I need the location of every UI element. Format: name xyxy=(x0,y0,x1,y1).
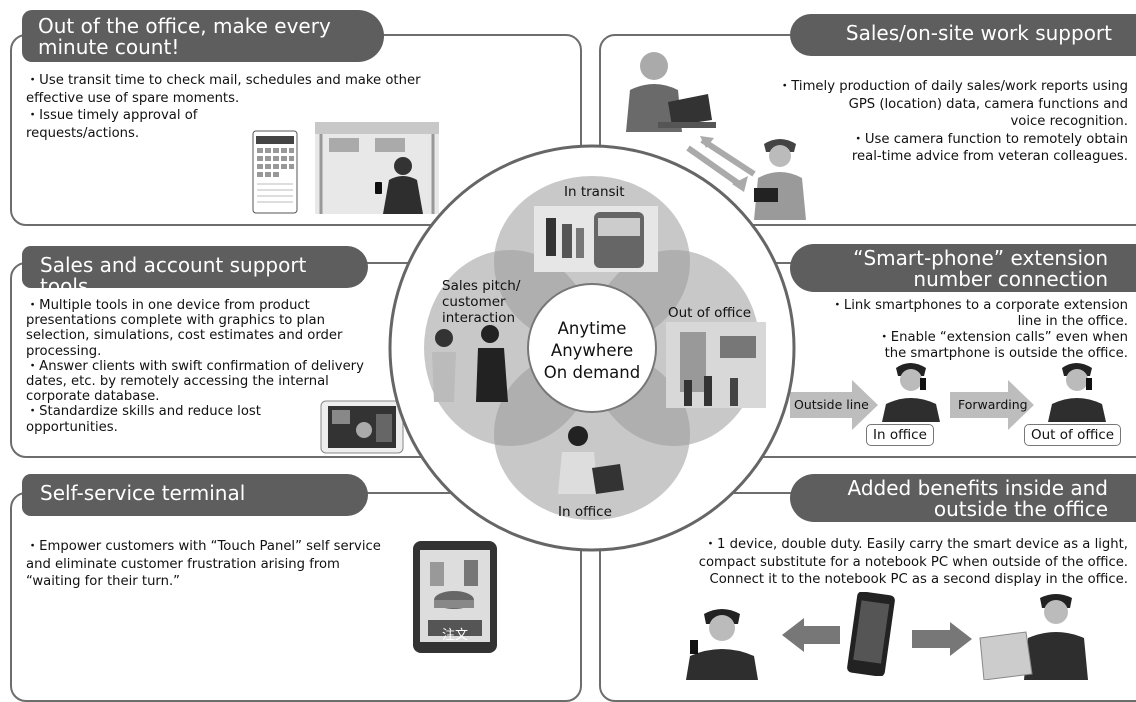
title-top-left-line2: minute count! xyxy=(38,35,180,59)
bottom-left-line2: and eliminate customer frustration arisi… xyxy=(26,556,340,572)
train-commuter-illustration xyxy=(315,122,439,214)
mid-left-line8: ・Standardize skills and reduce lost xyxy=(26,404,261,420)
circle-label-top: In transit xyxy=(564,184,625,200)
mid-right-line3: ・Enable “extension calls” even when xyxy=(877,330,1128,345)
center-circle-diagram xyxy=(388,144,796,552)
mobile-user-illustration xyxy=(686,609,758,680)
center-line2: Anywhere xyxy=(550,341,634,360)
title-mid-right: “Smart-phone” extension number connectio… xyxy=(790,244,1136,292)
bottom-right-line2: compact substitute for a notebook PC whe… xyxy=(698,554,1128,570)
bottom-left-line3: “waiting for their turn.” xyxy=(26,574,180,589)
circle-label-left-line3: interaction xyxy=(442,310,516,326)
bottom-right-line3: Connect it to the notebook PC as a secon… xyxy=(709,572,1129,587)
forwarding-label: Forwarding xyxy=(958,397,1028,412)
mid-right-line1: ・Link smartphones to a corporate extensi… xyxy=(830,298,1128,313)
field-worker-tablet-illustration xyxy=(754,139,806,220)
outside-line-label: Outside line xyxy=(794,397,869,412)
mid-right-line4: the smartphone is outside the office. xyxy=(884,346,1128,361)
in-office-scene xyxy=(558,426,624,494)
title-mid-right-line1: “Smart-phone” extension xyxy=(853,246,1108,270)
title-bottom-right-line1: Added benefits inside and xyxy=(847,476,1108,500)
calendar-phone-illustration xyxy=(252,130,298,214)
right-arrow-icon xyxy=(912,622,972,656)
center-line1: Anytime xyxy=(557,319,627,338)
mid-right-line2: line in the office. xyxy=(1017,314,1128,329)
out-of-office-box: Out of office xyxy=(1024,424,1122,446)
top-right-line3: voice recognition. xyxy=(1010,114,1128,129)
phone-user-in-office-illustration xyxy=(882,363,940,422)
title-bottom-left: Self-service terminal xyxy=(22,474,368,516)
out-of-office-scene xyxy=(666,322,766,408)
top-left-text: ・Use transit time to check mail, schedul… xyxy=(26,72,466,142)
in-transit-scene xyxy=(534,206,658,272)
top-left-bullet1-line1: ・Use transit time to check mail, schedul… xyxy=(26,73,421,88)
title-bottom-right: Added benefits inside and outside the of… xyxy=(790,474,1136,522)
circle-label-left-line1: Sales pitch/ xyxy=(442,278,521,294)
circle-center-text: Anytime Anywhere On demand xyxy=(530,318,654,384)
mid-left-line7: corporate database. xyxy=(26,389,160,405)
title-top-left-line1: Out of the office, make every xyxy=(38,14,331,38)
center-line3: On demand xyxy=(543,363,641,382)
self-service-tablet-illustration xyxy=(413,541,497,653)
top-right-line2: GPS (location) data, camera functions an… xyxy=(848,96,1128,112)
bottom-right-line1: ・1 device, double duty. Easily carry the… xyxy=(703,537,1128,552)
petal-bottom xyxy=(494,348,690,520)
order-button-label: 注文 xyxy=(442,628,469,643)
title-top-right: Sales/on-site work support xyxy=(790,14,1136,56)
top-left-bullet1-line2: effective use of spare moments. xyxy=(26,90,240,106)
smartphone-device-illustration xyxy=(847,592,895,676)
in-office-box: In office xyxy=(866,424,934,446)
circle-label-left: Sales pitch/ customer interaction xyxy=(442,278,520,326)
title-bottom-left-text: Self-service terminal xyxy=(40,481,246,505)
forwarding-arrow xyxy=(950,380,1034,430)
mid-left-line6: dates, etc. by remotely accessing the in… xyxy=(26,374,329,390)
mid-left-line9: opportunities. xyxy=(26,419,118,435)
mid-left-line1: ・Multiple tools in one device from produ… xyxy=(26,298,310,313)
top-right-text: ・Timely production of daily sales/work r… xyxy=(704,78,1128,166)
mid-left-line2: presentations complete with graphics to … xyxy=(26,313,325,329)
circle-label-left-line2: customer xyxy=(442,294,506,310)
top-right-line1: ・Timely production of daily sales/work r… xyxy=(778,79,1128,94)
left-arrow-icon xyxy=(782,618,840,652)
circle-label-right: Out of office xyxy=(668,305,752,321)
sales-pc-worker-illustration xyxy=(626,52,716,132)
top-right-line5: real-time advice from veteran colleagues… xyxy=(851,149,1128,164)
notebook-pc-user-illustration xyxy=(979,594,1088,680)
title-mid-left: Sales and account support tools xyxy=(22,246,368,297)
title-top-right-text: Sales/on-site work support xyxy=(845,21,1112,45)
top-left-bullet2-line1: ・Issue timely approval of xyxy=(26,108,198,123)
mid-left-line4: processing. xyxy=(26,343,102,359)
top-right-line4: ・Use camera function to remotely obtain xyxy=(851,131,1128,147)
title-mid-left-text: Sales and account support tools xyxy=(40,253,307,298)
outside-line-arrow xyxy=(790,380,878,430)
mid-left-text: ・Multiple tools in one device from produ… xyxy=(26,298,426,435)
bottom-left-text: ・Empower customers with “Touch Panel” se… xyxy=(26,538,446,591)
title-mid-right-line2: number connection xyxy=(913,267,1108,291)
phone-user-out-of-office-illustration xyxy=(1048,363,1106,422)
circle-label-bottom: In office xyxy=(558,504,612,520)
bottom-right-text: ・1 device, double duty. Easily carry the… xyxy=(610,536,1128,589)
mid-right-text: ・Link smartphones to a corporate extensi… xyxy=(730,298,1128,362)
tablet-presentation-illustration xyxy=(320,400,404,454)
bottom-left-line1: ・Empower customers with “Touch Panel” se… xyxy=(26,539,381,554)
sales-pitch-scene xyxy=(432,325,508,402)
mid-left-line3: selection, simulations, cost estimates a… xyxy=(26,328,343,344)
mid-left-line5: ・Answer clients with swift confirmation … xyxy=(26,358,364,374)
title-bottom-right-line2: outside the office xyxy=(933,497,1108,521)
title-top-left: Out of the office, make every minute cou… xyxy=(22,10,384,62)
exchange-arrows-icon xyxy=(686,136,756,192)
top-left-bullet2-line2: requests/actions. xyxy=(26,125,140,141)
